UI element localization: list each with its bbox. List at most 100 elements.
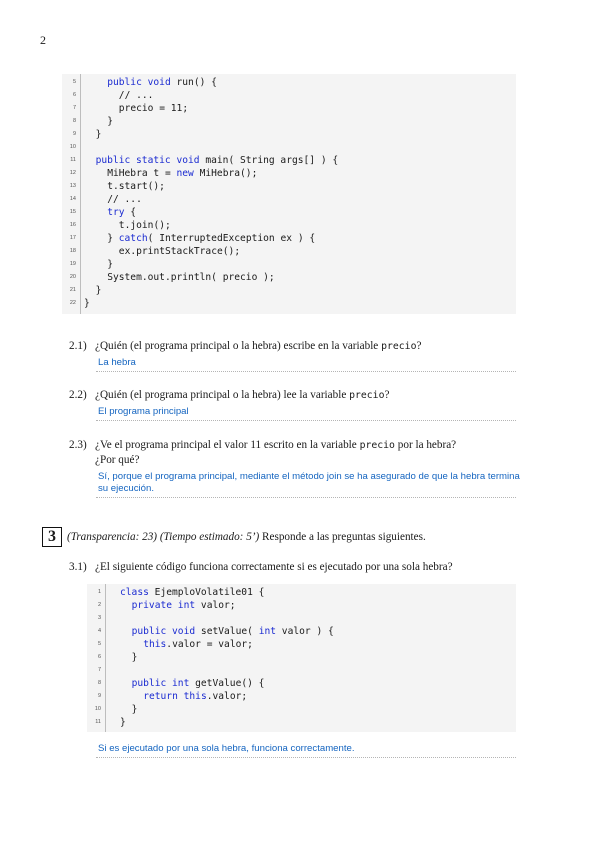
section-header: (Transparencia: 23) (Tiempo estimado: 5’… [67,531,426,543]
code-text: this.valor = valor; [143,638,253,651]
code-token: t.start(); [107,181,165,192]
line-number-separator [105,584,106,732]
page-number: 2 [40,33,46,47]
code-line: 20 System.out.println( precio ); [62,271,516,284]
line-number-separator [80,74,81,314]
code-text: System.out.println( precio ); [107,271,275,284]
line-number: 2 [97,602,101,608]
line-number: 7 [97,667,101,673]
line-number: 3 [97,615,101,621]
question-number: 2.3) [69,439,87,451]
code-text: } [96,284,102,297]
code-text: public void setValue( int valor ) { [132,625,334,638]
code-text: class EjemploVolatile01 { [120,586,264,599]
answer-line [96,497,516,498]
line-number: 14 [69,196,76,202]
code-line: 1 class EjemploVolatile01 { [87,586,516,599]
line-number: 12 [69,170,76,176]
keyword: this [143,639,167,650]
code-token: getValue() { [189,678,265,689]
code-token: } [120,717,126,728]
code-token: ( InterruptedException ex ) { [147,233,316,244]
question-3-1: 3.1) ¿El siguiente código funciona corre… [69,560,539,574]
code-line: 13 t.start(); [62,180,516,193]
code-text: public int getValue() { [132,677,265,690]
code-token: .valor; [206,691,248,702]
line-number: 4 [97,628,101,634]
code-token: } [131,704,138,715]
code-line: 22} [62,297,516,310]
line-number: 13 [69,183,76,189]
code-token: // ... [118,90,154,101]
question-number: 3.1) [69,561,87,573]
answer-line [96,371,516,372]
code-token: { [124,207,137,218]
code-text: t.join(); [119,219,171,232]
code-line: 9 return this.valor; [87,690,516,703]
code-token: EjemploVolatile01 { [148,587,265,598]
keyword: private int [131,600,196,611]
code-text: } [96,128,102,141]
code-token: System.out.println( precio ); [107,272,275,283]
code-text: public void run() { [107,76,217,89]
code-line: 3 [87,612,516,625]
answer-2-3-line2: su ejecución. [98,483,154,494]
question-text: ¿El siguiente código funciona correctame… [95,561,453,573]
code-line: 2 private int valor; [87,599,516,612]
line-number: 17 [69,235,76,241]
code-token: .valor = valor; [166,639,253,650]
keyword: try [107,207,125,218]
code-text: try { [107,206,136,219]
code-text: private int valor; [132,599,236,612]
code-line: 7 [87,664,516,677]
answer-line [96,420,516,421]
keyword: new [176,168,194,179]
line-number: 20 [69,274,76,280]
line-number: 11 [95,719,101,725]
keyword: public void [107,77,171,88]
code-token: } [95,285,102,296]
code-line: 6 // ... [62,89,516,102]
code-token: } [107,259,113,270]
question-text: ¿Ve el programa principal el valor 11 es… [95,439,457,451]
code-line: 14 // ... [62,193,516,206]
code-text: } [107,115,113,128]
keyword: public int [131,678,190,689]
code-line: 4 public void setValue( int valor ) { [87,625,516,638]
code-token: setValue( [195,626,259,637]
code-line: 10} [87,703,516,716]
line-number: 1 [97,589,101,595]
code-text: precio = 11; [119,102,188,115]
code-token: } [107,233,119,244]
line-number: 10 [69,144,76,150]
code-text: } [107,258,113,271]
keyword: return this [143,691,207,702]
keyword: public static void [95,155,200,166]
line-number: 21 [69,287,76,293]
line-number: 9 [97,693,101,699]
code-text: } catch( InterruptedException ex ) { [107,232,315,245]
line-number: 8 [97,680,101,686]
line-number: 5 [97,641,101,647]
code-token: // ... [107,194,142,205]
question-number: 2.2) [69,389,87,401]
code-text: // ... [107,193,142,206]
code-text: MiHebra t = new MiHebra(); [107,167,257,180]
line-number: 6 [72,92,76,98]
code-token: valor; [195,600,236,611]
code-line: 15 try { [62,206,516,219]
code-line: 8 public int getValue() { [87,677,516,690]
keyword: public void [131,626,196,637]
code-text: ex.printStackTrace(); [119,245,240,258]
question-2-2: 2.2) ¿Quién (el programa principal o la … [69,388,529,402]
line-number: 22 [69,300,76,306]
code-line: 19} [62,258,516,271]
line-number: 15 [69,209,76,215]
code-token: main( String args[] ) { [199,155,339,166]
question-2-3: 2.3) ¿Ve el programa principal el valor … [69,438,539,466]
line-number: 8 [72,118,76,124]
